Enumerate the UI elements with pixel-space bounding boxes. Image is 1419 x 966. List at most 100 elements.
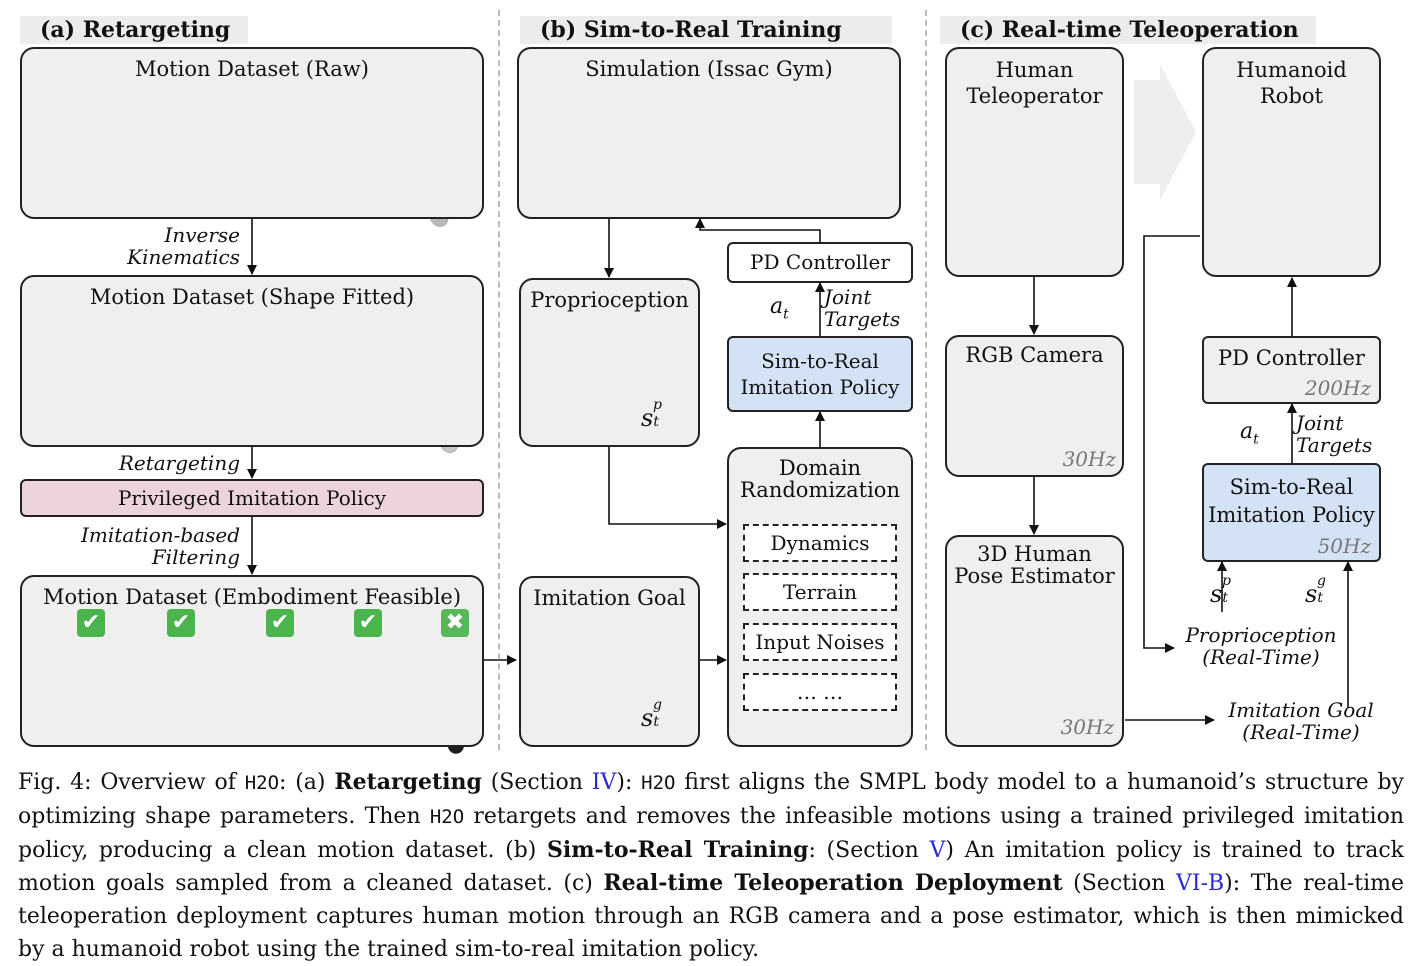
proprio-sup: p: [653, 397, 662, 413]
pose-line1: 3D Human: [977, 542, 1092, 566]
action-symbol-real: at: [1240, 419, 1259, 447]
imitation-goal-realtime-label: Imitation Goal (Real-Time): [1216, 699, 1386, 743]
caption-h2o: H2O: [641, 772, 676, 794]
caption-part: ) An imitation policy is trained to trac…: [18, 838, 1404, 896]
ik-label-line1: Inverse: [164, 223, 240, 247]
policy-real-line1: Sim-to-Real: [1229, 475, 1354, 499]
rgb-camera-box: RGB Camera 30Hz: [945, 335, 1124, 477]
caption-part: ):: [616, 770, 642, 795]
caption-bold: Real-time Teleoperation Deployment: [603, 870, 1063, 896]
joint-targets-line1: Joint: [824, 285, 872, 309]
joint-targets-label-sim: Joint Targets: [824, 286, 910, 330]
pd-controller-title-real: PD Controller: [1218, 346, 1365, 370]
joint-targets-line2: Targets: [824, 307, 901, 331]
action-symbol-sim: at: [770, 294, 789, 322]
policy-real-line2: Imitation Policy: [1208, 503, 1375, 527]
caption-part: retargets and removes the infeasible mot…: [18, 804, 1404, 863]
robot-line1: Humanoid: [1236, 58, 1347, 82]
human-teleoperator-title: Human Teleoperator: [947, 57, 1122, 109]
caption-h2o: H2O: [244, 772, 280, 794]
feasible-check-icon: ✔: [167, 609, 195, 637]
proprio-real-base: s: [1210, 580, 1223, 608]
caption-part: ): The real-time teleoperation deploymen…: [18, 871, 1404, 962]
filtering-label: Imitation-based Filtering: [40, 524, 240, 568]
figure-caption: Fig. 4: Overview of H2O: (a) Retargeting…: [18, 766, 1404, 966]
pose-estimator-title: 3D Human Pose Estimator: [947, 543, 1122, 587]
feasible-check-icon: ✔: [266, 609, 294, 637]
sim-to-real-policy-box: Sim-to-Real Imitation Policy: [727, 336, 913, 412]
dr-item-terrain: Terrain: [743, 573, 897, 611]
caption-section-link[interactable]: V: [929, 838, 946, 863]
goal-real-sup: g: [1317, 573, 1326, 589]
goal-real-sub: t: [1317, 590, 1323, 606]
motion-dataset-feasible-box: Motion Dataset (Embodiment Feasible): [20, 575, 484, 747]
dr-item-dynamics: Dynamics: [743, 524, 897, 562]
section-title-retargeting: (a) Retargeting: [20, 16, 248, 44]
goal-sup: g: [653, 697, 662, 713]
policy-real-title: Sim-to-Real Imitation Policy: [1204, 473, 1379, 529]
proprio-rt-line2: (Real-Time): [1202, 645, 1320, 669]
proprio-base: s: [641, 404, 654, 432]
dr-title-line1: Domain: [778, 456, 862, 480]
caption-fig: Fig. 4: Overview of: [18, 770, 245, 795]
caption-part: (Section: [1062, 871, 1176, 896]
proprio-sub: t: [653, 414, 659, 430]
action-real-base: a: [1240, 419, 1254, 444]
caption-h2o: H2O: [429, 806, 465, 828]
goal-rt-line2: (Real-Time): [1242, 720, 1360, 744]
human-line1: Human: [995, 58, 1074, 82]
joint-targets-real-line2: Targets: [1296, 433, 1373, 457]
caption-part: first aligns the SMPL body model to a hu…: [18, 770, 1404, 829]
pose-frequency: 30Hz: [1060, 715, 1114, 739]
caption-part: : (a): [279, 770, 335, 795]
pose-estimator-box: 3D Human Pose Estimator 30Hz: [945, 535, 1124, 747]
motion-dataset-raw-box: Motion Dataset (Raw): [20, 47, 484, 219]
feasible-check-icon: ✔: [77, 609, 105, 637]
humanoid-robot-title: Humanoid Robot: [1204, 57, 1379, 109]
action-real-sub: t: [1253, 431, 1259, 448]
goal-base: s: [641, 704, 654, 732]
proprio-rt-line1: Proprioception: [1185, 623, 1337, 647]
humanoid-robot-box: Humanoid Robot: [1202, 47, 1381, 277]
motion-dataset-raw-title: Motion Dataset (Raw): [135, 57, 369, 81]
filtering-label-line2: Filtering: [151, 545, 240, 569]
dr-item-input-noises: Input Noises: [743, 623, 897, 661]
goal-real-base: s: [1305, 580, 1318, 608]
proprio-real-sub: t: [1222, 590, 1228, 606]
caption-section-link[interactable]: IV: [591, 770, 617, 795]
sim-to-real-policy-box-real: Sim-to-Real Imitation Policy 50Hz: [1202, 463, 1381, 562]
joint-targets-real-line1: Joint: [1296, 411, 1344, 435]
proprioception-realtime-label: Proprioception (Real-Time): [1176, 624, 1346, 668]
human-teleoperator-box: Human Teleoperator: [945, 47, 1124, 277]
section-title-sim-to-real: (b) Sim-to-Real Training: [520, 16, 892, 44]
section-separator: [925, 10, 927, 750]
section-separator: [498, 10, 500, 750]
retargeting-label: Retargeting: [118, 451, 240, 475]
proprioception-title: Proprioception: [530, 288, 689, 312]
caption-section-link[interactable]: VI-B: [1175, 871, 1225, 896]
camera-frequency: 30Hz: [1062, 447, 1116, 471]
privileged-imitation-policy-box: Privileged Imitation Policy: [20, 479, 484, 517]
caption-part: (Section: [481, 770, 592, 795]
motion-dataset-fitted-title: Motion Dataset (Shape Fitted): [89, 285, 415, 309]
caption-bold: Retargeting: [334, 769, 482, 795]
rgb-camera-title: RGB Camera: [965, 343, 1104, 367]
policy-line2: Imitation Policy: [740, 375, 900, 399]
domain-randomization-title: Domain Randomization: [729, 457, 911, 501]
infeasible-cross-icon: ✖: [441, 609, 469, 637]
caption-part: : (Section: [808, 838, 930, 863]
feasible-check-icon: ✔: [354, 609, 382, 637]
pd-controller-box-real: PD Controller 200Hz: [1202, 336, 1381, 404]
action-sub: t: [783, 306, 789, 323]
motion-dataset-fitted-box: Motion Dataset (Shape Fitted): [20, 275, 484, 447]
action-base: a: [770, 294, 784, 319]
human-line2: Teleoperator: [966, 84, 1103, 108]
domain-randomization-box: Domain Randomization Dynamics Terrain In…: [727, 447, 913, 747]
goal-rt-line1: Imitation Goal: [1228, 698, 1374, 722]
proprio-real-sup: p: [1222, 573, 1231, 589]
dr-item-more: … …: [743, 673, 897, 711]
